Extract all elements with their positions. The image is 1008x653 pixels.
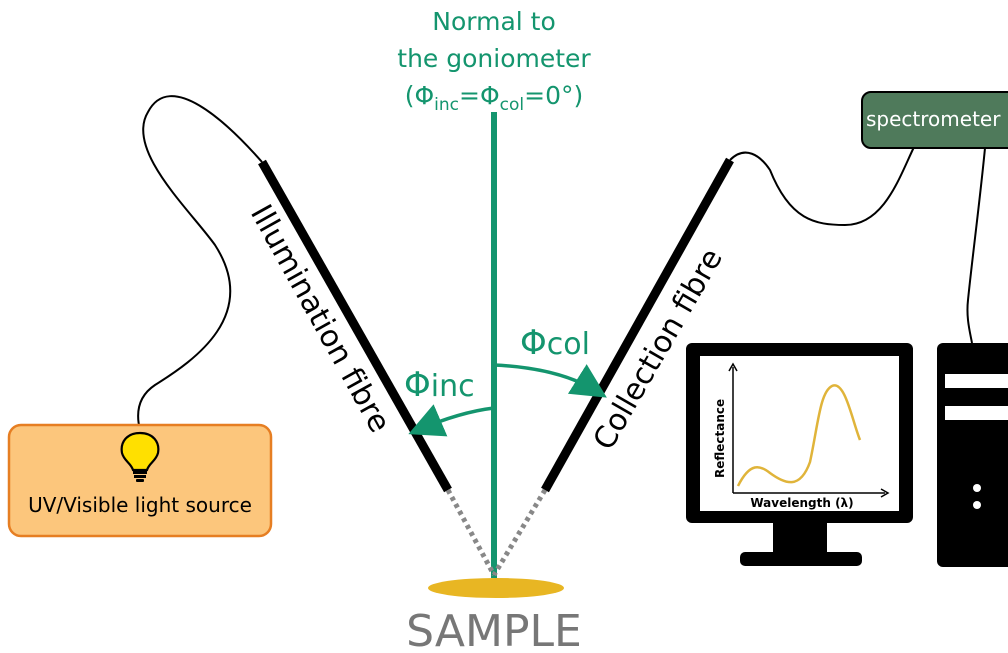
spectrometer-box: [861, 91, 1008, 149]
sample-label: SAMPLE: [406, 606, 582, 653]
spectrometer-label: spectrometer: [866, 107, 1001, 131]
illumination-fibre-label: Illumination fibre: [243, 199, 397, 439]
plot-xlabel: Wavelength (λ): [750, 496, 853, 510]
illumination-cable: [137, 95, 263, 431]
monitor: Reflectance Wavelength (λ): [686, 343, 913, 566]
computer-tower: [937, 343, 1008, 567]
normal-label-line3: (Φinc=Φcol=0°): [405, 81, 584, 115]
plot-ylabel: Reflectance: [713, 399, 727, 478]
reflectance-curve: [736, 384, 862, 487]
sample-disc: [428, 578, 564, 598]
angle-col-arrow: [493, 363, 607, 398]
collection-fibre: [541, 157, 734, 493]
illumination-fibre: [258, 159, 452, 493]
angle-inc-label: Φinc: [404, 365, 475, 405]
normal-label-line2: the goniometer: [397, 44, 591, 73]
collection-cable: [729, 144, 916, 227]
spectrometer-cable: [966, 147, 986, 344]
angle-inc-arrow: [408, 404, 495, 437]
light-source-label: UV/Visible light source: [28, 493, 252, 517]
lightbulb-icon: [120, 431, 160, 482]
illumination-beam: [445, 488, 497, 577]
normal-label-line1: Normal to: [432, 7, 556, 36]
collection-beam: [491, 488, 548, 577]
angle-col-label: Φcol: [520, 323, 590, 363]
